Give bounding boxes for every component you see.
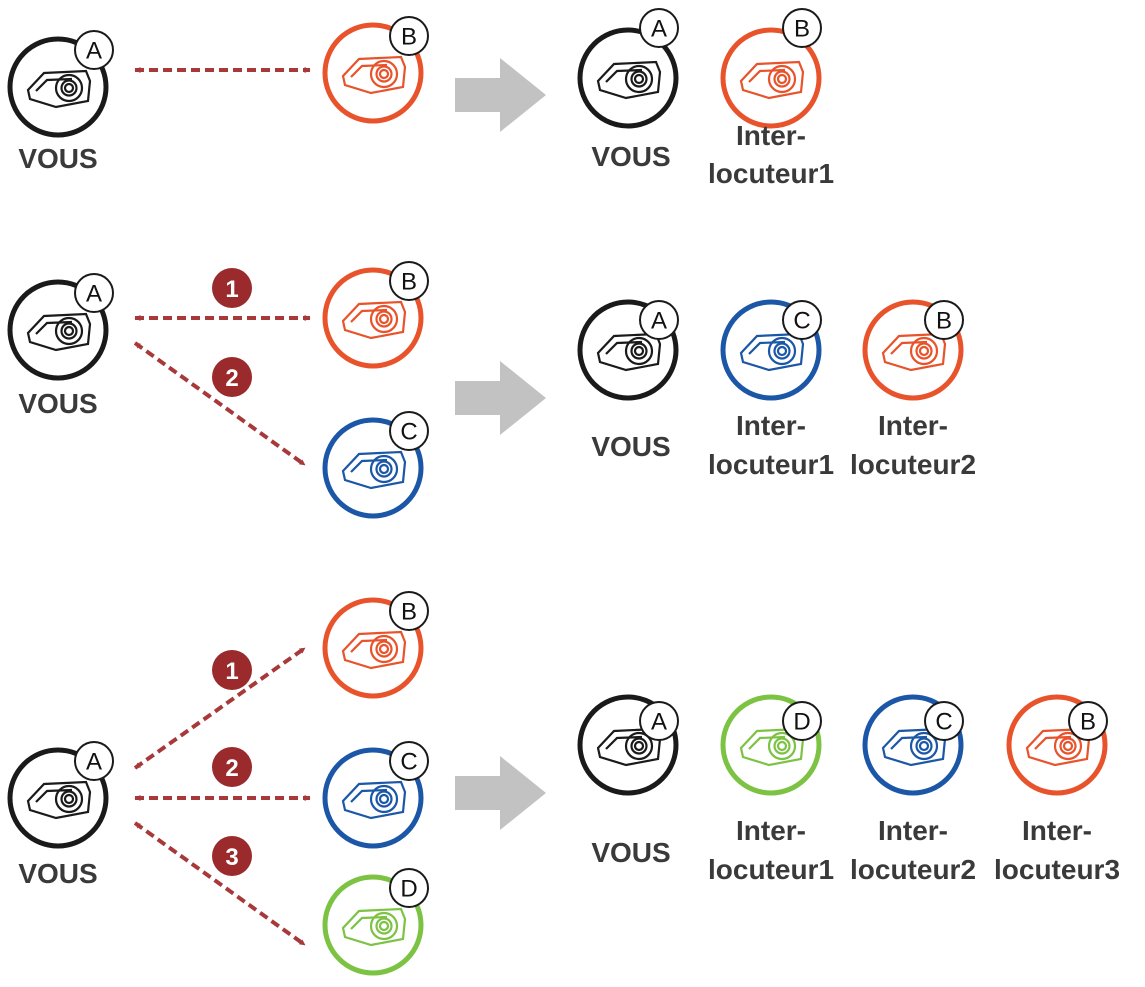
headset-icon: [739, 60, 805, 100]
headset-icon: [26, 69, 92, 109]
result-headset-c: C: [862, 694, 964, 796]
headset-letter: C: [400, 749, 417, 776]
headset-a-you: A: [7, 741, 114, 849]
label-interlocutor-2: locuteur2: [850, 854, 976, 885]
step-badge-3: 3: [212, 836, 252, 876]
headset-icon: [341, 630, 407, 670]
headset-letter: A: [86, 38, 102, 65]
headset-icon: [739, 332, 805, 372]
headset-letter: A: [651, 709, 667, 736]
step-badge-2: 2: [212, 747, 252, 787]
step-badge-1: 1: [212, 650, 252, 690]
label-inter: Inter-: [1022, 815, 1092, 846]
label-interlocutor-1: locuteur1: [708, 449, 834, 480]
result-headset-a: A: [577, 299, 679, 401]
headset-letter: B: [794, 16, 810, 43]
result-headset-b: B: [720, 8, 822, 129]
headset-icon: [341, 55, 407, 95]
headset-icon: [596, 332, 662, 372]
label-inter: Inter-: [736, 815, 806, 846]
label-inter: Inter-: [878, 410, 948, 441]
svg-text:2: 2: [225, 365, 238, 392]
row-1: A B VOUS A: [7, 8, 834, 189]
transition-arrow: [455, 361, 546, 435]
transition-arrow: [455, 756, 546, 830]
row-2: A VOUS B C 1: [7, 261, 976, 519]
headset-icon: [881, 727, 947, 767]
pairing-arrow-a-b: [133, 646, 307, 770]
headset-icon: [596, 727, 662, 767]
headset-letter: A: [86, 281, 102, 308]
headset-b: B: [322, 16, 429, 124]
result-headset-d: D: [720, 694, 822, 796]
headset-icon: [341, 780, 407, 820]
svg-text:1: 1: [225, 658, 238, 685]
headset-icon: [596, 60, 662, 100]
pairing-arrow-a-c: [133, 341, 307, 467]
label-you: VOUS: [18, 143, 97, 174]
result-headset-c: C: [720, 299, 822, 401]
headset-c: C: [322, 741, 429, 849]
headset-letter: A: [651, 308, 667, 335]
headset-icon: [26, 780, 92, 820]
label-you: VOUS: [591, 141, 670, 172]
headset-letter: B: [401, 599, 417, 626]
label-inter: Inter-: [736, 410, 806, 441]
label-you: VOUS: [18, 388, 97, 419]
headset-icon: [341, 300, 407, 340]
headset-letter: A: [651, 16, 667, 43]
headset-c: C: [322, 411, 429, 519]
headset-letter: C: [935, 709, 952, 736]
step-badge-1: 1: [212, 268, 252, 308]
result-headset-b: B: [1006, 694, 1108, 796]
result-headset-b: B: [862, 299, 964, 401]
headset-icon: [1025, 727, 1091, 767]
headset-b: B: [322, 591, 429, 699]
pairing-arrow-a-d: [133, 821, 307, 947]
headset-letter: B: [936, 308, 952, 335]
label-you: VOUS: [18, 858, 97, 889]
headset-b: B: [322, 261, 429, 369]
result-headset-a: A: [577, 8, 679, 129]
headset-icon: [341, 907, 407, 947]
headset-letter: D: [400, 876, 417, 903]
label-inter: Inter-: [736, 120, 806, 151]
result-headset-a: A: [577, 694, 679, 796]
label-interlocutor-2: locuteur2: [850, 449, 976, 480]
headset-letter: C: [793, 308, 810, 335]
label-interlocutor-3: locuteur3: [994, 854, 1120, 885]
label-inter: Inter-: [878, 815, 948, 846]
headset-icon: [881, 332, 947, 372]
step-badge-2: 2: [212, 357, 252, 397]
row-3: A VOUS B C: [7, 591, 1120, 976]
headset-letter: B: [1080, 709, 1096, 736]
headset-icon: [26, 312, 92, 352]
headset-icon: [739, 727, 805, 767]
label-you: VOUS: [591, 837, 670, 868]
svg-text:2: 2: [225, 755, 238, 782]
headset-letter: B: [401, 269, 417, 296]
label-interlocutor-1: locuteur1: [708, 854, 834, 885]
headset-a-you: A: [7, 30, 114, 138]
headset-letter: B: [401, 24, 417, 51]
headset-icon: [341, 450, 407, 490]
headset-d: D: [322, 868, 429, 976]
headset-letter: D: [793, 709, 810, 736]
headset-a-you: A: [7, 273, 114, 381]
headset-letter: C: [400, 419, 417, 446]
label-interlocutor-1: locuteur1: [708, 158, 834, 189]
svg-text:3: 3: [225, 844, 238, 871]
label-you: VOUS: [591, 431, 670, 462]
svg-text:1: 1: [225, 276, 238, 303]
headset-letter: A: [86, 749, 102, 776]
transition-arrow: [455, 58, 546, 132]
